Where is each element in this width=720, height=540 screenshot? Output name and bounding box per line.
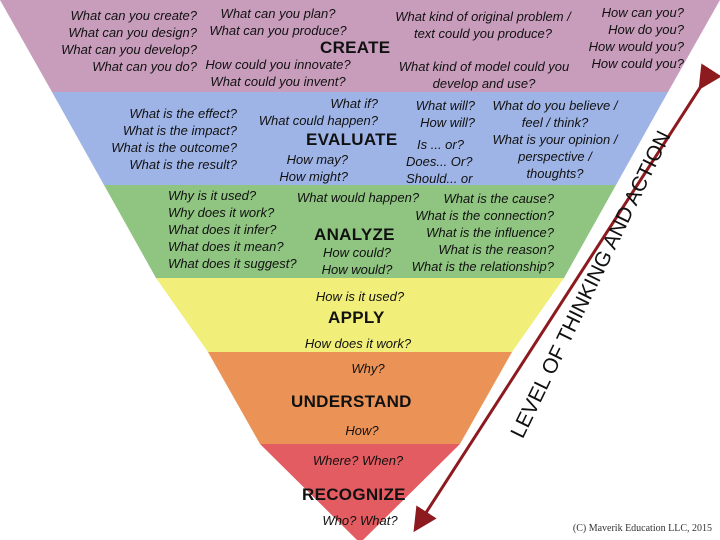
understand-title: UNDERSTAND [291, 392, 412, 411]
evaluate-questions-effect: What is the effect? What is the impact? … [100, 105, 237, 173]
level-arrow [413, 63, 720, 533]
understand-question-why: Why? [351, 361, 385, 376]
recognize-question-who: Who? What? [322, 513, 398, 528]
analyze-question: What does it infer? [168, 222, 277, 237]
create-question: What can you plan? [220, 6, 336, 21]
create-questions-plan: What can you plan? What can you produce? [200, 5, 356, 39]
create-question: develop and use? [432, 76, 536, 91]
analyze-question: What does it suggest? [168, 256, 297, 271]
create-title: CREATE [320, 38, 391, 57]
create-question: How can you? [601, 5, 684, 20]
recognize-question-where: Where? When? [312, 453, 404, 468]
analyze-question: What is the cause? [443, 191, 554, 206]
create-questions-innovate: How could you innovate? What could you i… [196, 56, 360, 90]
apply-title: APPLY [328, 308, 385, 327]
evaluate-question: feel / think? [521, 115, 589, 130]
analyze-question: What is the influence? [426, 225, 554, 240]
create-question: What kind of original problem / [395, 9, 571, 24]
evaluate-question: Is ... or? [417, 137, 464, 152]
evaluate-question: What is the result? [129, 157, 237, 172]
evaluate-question: Does... Or? [406, 154, 473, 169]
create-question: How could you? [591, 56, 685, 71]
analyze-question: What is the connection? [415, 208, 554, 223]
create-question: How could you innovate? [205, 57, 351, 72]
evaluate-question: perspective / [518, 149, 592, 164]
create-question: What could you invent? [210, 74, 346, 89]
create-question: What can you produce? [209, 23, 347, 38]
create-questions-how: How can you? How do you? How would you? … [560, 4, 684, 72]
evaluate-question: What is the effect? [129, 106, 237, 121]
create-question: How would you? [588, 39, 684, 54]
evaluate-question: How will? [420, 115, 475, 130]
evaluate-questions-may: How may? How might? [260, 151, 348, 185]
create-question: What kind of model could you [398, 59, 570, 74]
analyze-question: Why is it used? [168, 188, 257, 203]
evaluate-questions-if: What if? What could happen? [240, 95, 378, 129]
analyze-title: ANALYZE [314, 225, 395, 244]
create-question: How do you? [608, 22, 684, 37]
create-questions-left: What can you create? What can you design… [40, 7, 197, 75]
analyze-question: How would? [321, 262, 393, 277]
analyze-questions-would: What would happen? [288, 189, 428, 206]
copyright-notice: (C) Maverik Education LLC, 2015 [572, 523, 712, 534]
evaluate-question: How might? [279, 169, 348, 184]
analyze-question: What does it mean? [168, 239, 284, 254]
analyze-question: How could? [323, 245, 391, 260]
evaluate-questions-or: Is ... or? Does... Or? Should... or [406, 136, 486, 187]
apply-question-used: How is it used? [315, 289, 405, 304]
create-questions-problem: What kind of original problem / text cou… [383, 8, 583, 42]
analyze-question: What would happen? [296, 190, 420, 205]
analyze-question: What is the reason? [438, 242, 554, 257]
create-questions-model: What kind of model could you develop and… [386, 58, 582, 92]
evaluate-question: What is the impact? [122, 123, 237, 138]
apply-question-work: How does it work? [304, 336, 412, 351]
evaluate-question: What if? [330, 96, 378, 111]
evaluate-question: How may? [286, 152, 348, 167]
evaluate-question: What is your opinion / [492, 132, 618, 147]
recognize-title: RECOGNIZE [302, 485, 406, 504]
create-question: What can you design? [68, 25, 197, 40]
analyze-question: What is the relationship? [411, 259, 554, 274]
evaluate-question: Should... or [406, 171, 473, 186]
evaluate-question: What do you believe / [492, 98, 618, 113]
analyze-questions-cause: What is the cause? What is the connectio… [396, 190, 554, 275]
create-question: What can you create? [70, 8, 197, 23]
create-question: What can you do? [92, 59, 197, 74]
evaluate-question: What is the outcome? [111, 140, 237, 155]
analyze-questions-how: How could? How would? [312, 244, 402, 278]
evaluate-question: thoughts? [526, 166, 584, 181]
create-question: What can you develop? [61, 42, 197, 57]
recognize-band [260, 444, 460, 540]
analyze-question: Why does it work? [168, 205, 275, 220]
evaluate-questions-will: What will? How will? [400, 97, 475, 131]
evaluate-title: EVALUATE [306, 130, 398, 149]
understand-question-how: How? [345, 423, 379, 438]
evaluate-question: What will? [415, 98, 475, 113]
evaluate-question: What could happen? [258, 113, 378, 128]
analyze-questions-why: Why is it used? Why does it work? What d… [168, 187, 313, 272]
create-question: text could you produce? [413, 26, 553, 41]
evaluate-questions-opinion: What do you believe / feel / think? What… [480, 97, 630, 182]
